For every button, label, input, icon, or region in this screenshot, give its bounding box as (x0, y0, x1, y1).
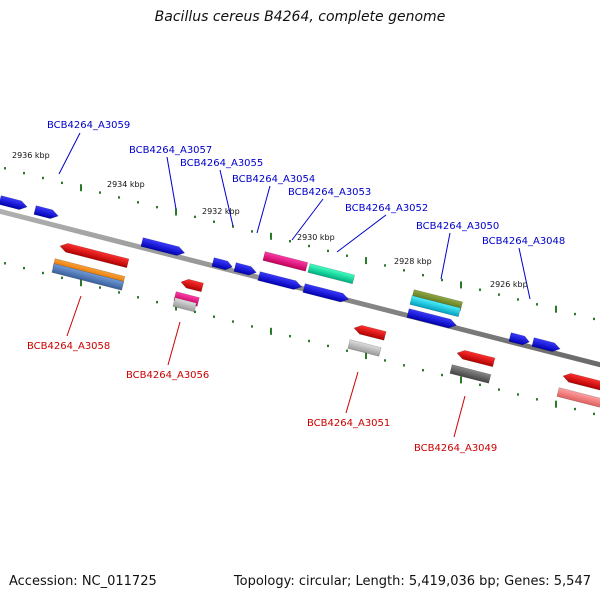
scale-label-2934: 2934 kbp (107, 180, 145, 189)
gene-a3049b[interactable] (449, 364, 492, 384)
leader-a3056 (167, 321, 181, 366)
gene-a3056c-shape[interactable] (172, 297, 197, 313)
gene-a3050b[interactable] (409, 295, 461, 318)
gene-a3053-shape[interactable] (262, 251, 309, 272)
gene-label-a3051[interactable]: BCB4264_A3051 (307, 418, 390, 429)
gene-a3050c-shape[interactable] (406, 308, 458, 330)
gene-a3051[interactable] (353, 324, 387, 341)
gene-label-a3050[interactable]: BCB4264_A3050 (416, 221, 499, 232)
leader-a3057 (166, 156, 177, 210)
gene-a3053[interactable] (262, 251, 309, 272)
gene-a3054[interactable] (233, 262, 258, 277)
gene-label-a3049[interactable]: BCB4264_A3049 (414, 443, 497, 454)
gene-a3051-shape[interactable] (353, 324, 387, 341)
gene-a3053b-shape[interactable] (302, 283, 350, 304)
leader-a3050 (440, 232, 451, 280)
gene-a3058c[interactable] (51, 263, 125, 291)
gene-label-a3053[interactable]: BCB4264_A3053 (288, 187, 371, 198)
gene-a3059b-shape[interactable] (33, 205, 59, 221)
gene-a3054-shape[interactable] (233, 262, 258, 277)
gene-a3058c-shape[interactable] (51, 263, 125, 291)
scale-label-2926: 2926 kbp (490, 280, 528, 289)
gene-label-a3056[interactable]: BCB4264_A3056 (126, 370, 209, 381)
gene-a3054b-shape[interactable] (257, 271, 303, 292)
genome-backbone (0, 208, 600, 368)
gene-a3052[interactable] (307, 263, 356, 285)
gene-a3047b-shape[interactable] (556, 387, 600, 408)
gene-a3047[interactable] (562, 372, 600, 391)
gene-a3047b[interactable] (556, 387, 600, 408)
gene-a3048-shape[interactable] (508, 332, 531, 347)
leader-a3051 (345, 371, 359, 414)
gene-a3050b-shape[interactable] (409, 295, 461, 318)
leader-a3049 (453, 395, 466, 438)
gene-a3058[interactable] (59, 242, 130, 269)
gene-label-a3058[interactable]: BCB4264_A3058 (27, 341, 110, 352)
scale-label-2932: 2932 kbp (202, 207, 240, 216)
scale-label-2930: 2930 kbp (297, 233, 335, 242)
gene-label-a3048[interactable]: BCB4264_A3048 (482, 236, 565, 247)
gene-a3059[interactable] (0, 195, 28, 212)
gene-a3055[interactable] (211, 257, 234, 272)
gene-a3048b-shape[interactable] (531, 337, 561, 354)
gene-a3059b[interactable] (33, 205, 59, 221)
gene-a3058-shape[interactable] (59, 242, 130, 269)
topology-text: Topology: circular; Length: 5,419,036 bp… (233, 574, 591, 589)
gene-a3048[interactable] (508, 332, 531, 347)
gene-a3051b-shape[interactable] (347, 339, 382, 357)
scale-label-2936: 2936 kbp (12, 151, 50, 160)
gene-features (0, 195, 600, 408)
leader-a3058 (66, 295, 82, 337)
gene-a3049b-shape[interactable] (449, 364, 492, 384)
gene-label-a3059[interactable]: BCB4264_A3059 (47, 120, 130, 131)
gene-label-a3057[interactable]: BCB4264_A3057 (129, 145, 212, 156)
gene-a3057[interactable] (140, 237, 186, 258)
scale-label-2928: 2928 kbp (394, 257, 432, 266)
gene-a3052-shape[interactable] (307, 263, 356, 285)
accession-text: Accession: NC_011725 (9, 574, 157, 589)
leader-a3053 (291, 198, 324, 241)
leader-a3055 (219, 169, 234, 227)
tick-marks (4, 167, 595, 416)
gene-label-a3054[interactable]: BCB4264_A3054 (232, 174, 315, 185)
gene-a3055-shape[interactable] (211, 257, 234, 272)
map-title: Bacillus cereus B4264, complete genome (154, 9, 446, 25)
gene-a3054b[interactable] (257, 271, 303, 292)
label-leaders (58, 132, 531, 438)
gene-label-a3052[interactable]: BCB4264_A3052 (345, 203, 428, 214)
gene-a3051b[interactable] (347, 339, 382, 357)
leader-a3048 (518, 247, 531, 300)
gene-a3048b[interactable] (531, 337, 561, 354)
gene-a3053b[interactable] (302, 283, 350, 304)
gene-a3056c[interactable] (172, 297, 197, 313)
leader-a3052 (336, 214, 387, 253)
gene-a3056-shape[interactable] (180, 278, 204, 293)
gene-a3050c[interactable] (406, 308, 458, 330)
leader-a3059 (58, 132, 81, 175)
gene-a3056[interactable] (180, 278, 204, 293)
gene-a3049[interactable] (456, 349, 496, 368)
gene-a3057-shape[interactable] (140, 237, 186, 258)
gene-a3047-shape[interactable] (562, 372, 600, 391)
leader-a3054 (256, 185, 271, 234)
gene-label-a3055[interactable]: BCB4264_A3055 (180, 158, 263, 169)
gene-a3049-shape[interactable] (456, 349, 496, 368)
gene-a3059-shape[interactable] (0, 195, 28, 212)
